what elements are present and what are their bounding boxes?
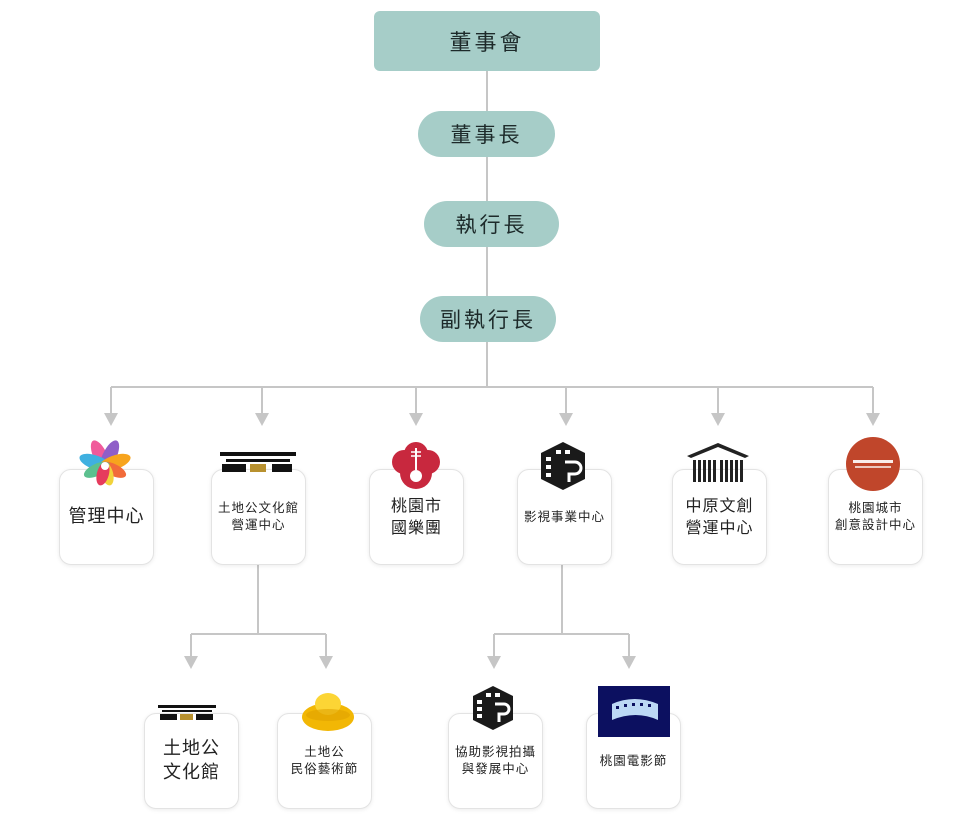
unit-label-line2: 國樂團 [390,518,442,537]
subunit-label-line1: 土地公 [163,737,220,759]
subunit-card-film-assist[interactable]: 協助影視拍攝與發展中心 [448,713,543,809]
gold-ingot-icon [302,693,354,731]
design-center-logo-icon [846,437,900,491]
subunit-label-line2: 與發展中心 [461,761,530,776]
unit-label-line1: 中原文創 [685,496,754,516]
unit-label-line1: 桃園城市 [848,500,903,516]
unit-card-orchestra[interactable]: 桃園市國樂團 [369,469,464,565]
unit-card-design-center[interactable]: 桃園城市創意設計中心 [828,469,923,565]
unit-label-line2: 營運中心 [685,518,754,537]
unit-label-line2: 創意設計中心 [834,517,916,532]
flower-logo-icon [79,440,131,486]
subunit-label: 桃園電影節 [599,752,668,768]
unit-card-tudigong-center[interactable]: 土地公文化館營運中心 [211,469,306,565]
unit-label-line2: 營運中心 [231,517,286,532]
deputy-ceo-label: 副執行長 [440,308,536,332]
orchestra-logo-icon [392,442,440,489]
subunit-label-line2: 文化館 [163,762,220,783]
deputy-ceo-node: 副執行長 [420,296,556,342]
board-label: 董事會 [449,31,525,56]
film-festival-logo-icon [598,686,670,737]
tudigong-museum-logo-icon [158,705,216,720]
subunit-label-line2: 民俗藝術節 [290,761,359,776]
unit-label-line1: 土地公文化館 [217,500,299,516]
subunit-label-line1: 協助影視拍攝 [454,744,536,760]
ceo-node: 執行長 [424,201,559,247]
unit-label-line1: 桃園市 [390,496,442,516]
unit-label: 管理中心 [68,505,145,527]
tudigong-building-logo-icon [220,452,296,472]
subunit-card-tudigong-museum[interactable]: 土地公文化館 [144,713,239,809]
zhongyuan-house-logo-icon [687,443,749,482]
film-reel-cube-icon [541,442,585,490]
chairman-node: 董事長 [418,111,555,157]
chairman-label: 董事長 [450,123,523,147]
subunit-label-line1: 土地公 [304,744,345,760]
ceo-label: 執行長 [455,213,528,237]
board-node: 董事會 [374,11,600,71]
unit-card-management[interactable]: 管理中心 [59,469,154,565]
unit-card-zhongyuan[interactable]: 中原文創營運中心 [672,469,767,565]
unit-label: 影視事業中心 [523,508,605,524]
film-reel-cube-icon-small [473,686,513,730]
